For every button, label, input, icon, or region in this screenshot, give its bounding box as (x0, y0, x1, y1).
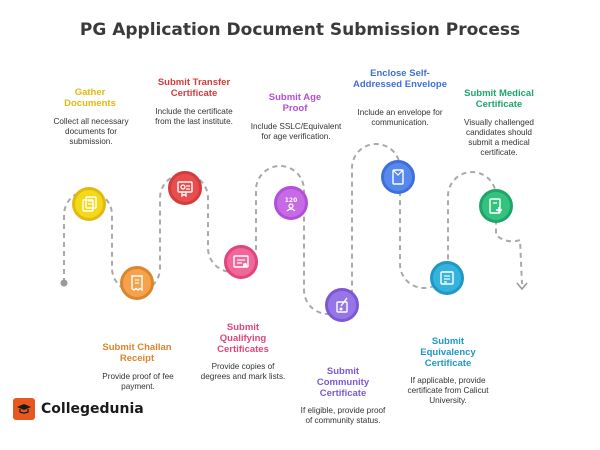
step-icon-circle-transfer (168, 171, 202, 205)
step-desc-transfer: Include the certificate from the last in… (155, 107, 233, 126)
medical-certificate-icon (489, 198, 502, 214)
equivalency-certificate-icon (440, 271, 454, 285)
step-title-community: Submit Community Certificate (316, 366, 370, 399)
certificate-icon (233, 255, 249, 268)
step-title-transfer: Submit Transfer Certificate (157, 77, 231, 99)
step-icon-circle-age: 120 (274, 186, 308, 220)
envelope-icon (392, 169, 404, 185)
step-icon-circle-medical (479, 189, 513, 223)
step-title-envelope: Enclose Self-Addressed Envelope (353, 68, 447, 90)
graduation-cap-icon (13, 398, 35, 420)
step-title-equivalency: Submit Equivalency Certificate (420, 336, 476, 369)
step-desc-equivalency: If applicable, provide certificate from … (407, 376, 489, 405)
step-icon-circle-equivalency (430, 261, 464, 295)
brand-name: Collegedunia (41, 401, 144, 417)
page-title: PG Application Document Submission Proce… (79, 20, 521, 40)
path-end-arrow-icon (516, 282, 528, 291)
community-certificate-icon (336, 297, 348, 313)
step-desc-qualifying: Provide copies of degrees and mark lists… (200, 362, 286, 381)
step-title-age: Submit Age Proof (268, 92, 322, 114)
step-icon-circle-challan (120, 266, 154, 300)
step-desc-challan: Provide proof of fee payment. (102, 372, 174, 391)
svg-text:120: 120 (285, 197, 298, 204)
step-icon-circle-community (325, 288, 359, 322)
brand-logo: Collegedunia (13, 398, 144, 420)
age-proof-icon: 120 (285, 197, 298, 212)
step-icon-circle-envelope (381, 160, 415, 194)
step-desc-age: Include SSLC/Equivalent for age verifica… (250, 122, 342, 141)
step-title-challan: Submit Challan Receipt (102, 342, 172, 364)
step-icon-circle-qualifying (224, 245, 258, 279)
step-title-medical: Submit Medical Certificate (464, 88, 534, 110)
step-icon-circle-gather (72, 187, 106, 221)
documents-icon (82, 196, 97, 212)
path-start-dot (60, 279, 68, 287)
step-desc-community: If eligible, provide proof of community … (300, 406, 386, 425)
step-title-qualifying: Submit Qualifying Certificates (217, 322, 269, 355)
step-title-gather: Gather Documents (64, 87, 116, 109)
step-desc-envelope: Include an envelope for communication. (357, 108, 443, 127)
step-desc-gather: Collect all necessary documents for subm… (53, 117, 129, 146)
receipt-icon (131, 275, 143, 292)
step-desc-medical: Visually challenged candidates should su… (464, 118, 534, 157)
transfer-certificate-icon (177, 181, 193, 198)
